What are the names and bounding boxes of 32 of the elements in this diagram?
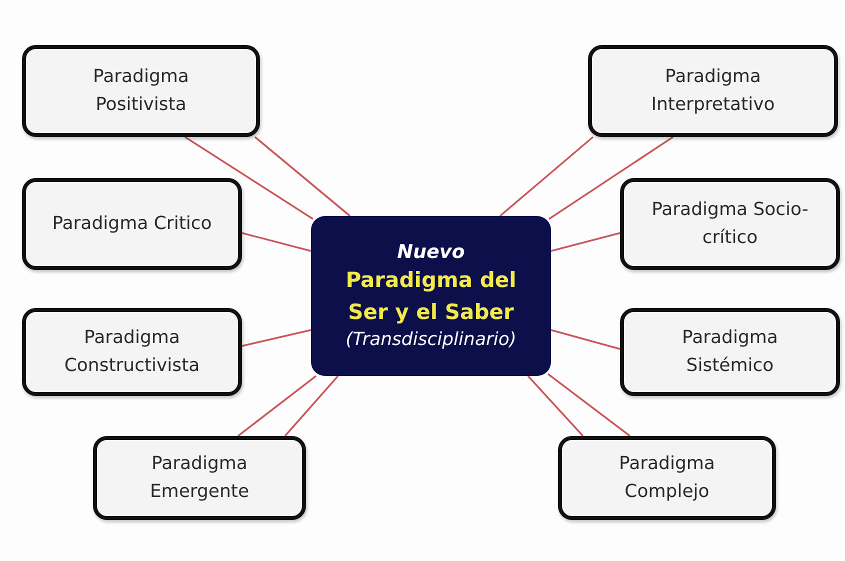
connector-line — [237, 375, 317, 437]
paradigm-box — [620, 308, 840, 396]
box-label: Paradigma Positivista — [92, 65, 190, 117]
paradigm-box — [22, 308, 242, 396]
paradigm-box — [620, 178, 840, 270]
connector-line — [499, 136, 594, 217]
paradigm-box — [93, 436, 306, 520]
connector-line — [184, 136, 314, 220]
connector-line — [527, 375, 584, 437]
connector-line — [242, 232, 312, 252]
connector-line — [254, 136, 351, 217]
connector-line — [550, 329, 620, 350]
connector-line — [550, 232, 620, 252]
box-label: Paradigma Emergente — [148, 452, 250, 504]
connector-line — [547, 373, 631, 437]
box-label: Paradigma Complejo — [618, 452, 716, 504]
subheading: (Transdisciplinario) — [346, 328, 516, 352]
central-box — [311, 216, 551, 376]
paradigm-box — [588, 45, 838, 137]
box-label: Paradigma Sistémico — [681, 326, 779, 378]
box-label: Paradigma Socio-crítico — [650, 198, 810, 250]
box-label: Paradigma Constructivista — [63, 326, 201, 378]
paradigm-box — [22, 178, 242, 270]
heading: Paradigma del Ser y el Saber — [344, 267, 518, 326]
connector-line — [242, 329, 312, 347]
paradigm-box — [22, 45, 260, 137]
paradigm-box — [558, 436, 776, 520]
connector-line — [284, 375, 339, 437]
connector-line — [548, 136, 674, 220]
box-label: Paradigma Interpretativo — [650, 65, 776, 117]
subtitle: Nuevo — [397, 240, 465, 265]
box-label: Paradigma Critico — [52, 212, 212, 236]
